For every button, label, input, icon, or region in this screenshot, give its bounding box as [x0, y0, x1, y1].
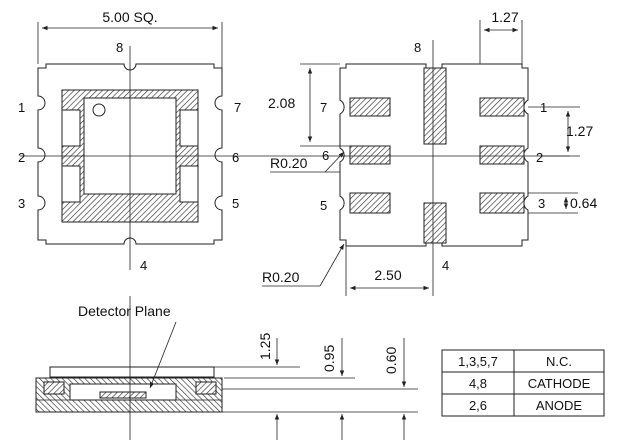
top-pin-3: 3 [18, 196, 25, 211]
table-row-function: N.C. [546, 354, 572, 369]
dim-pitch-right: 1.27 [566, 123, 593, 139]
dim-pad-width: 0.64 [570, 195, 597, 211]
detector-plane-label: Detector Plane [78, 303, 171, 319]
pad-7 [349, 97, 391, 117]
side-view: Detector Plane 1.25 0.95 0.60 [35, 296, 418, 440]
top-view: 5.00 SQ. 8 4 1 2 3 7 6 5 [18, 9, 345, 273]
pad-1 [479, 97, 525, 117]
top-pin-5: 5 [232, 196, 239, 211]
bottom-view: 1.27 2.08 1.27 0.64 R0.20 R0.20 2.50 8 4… [262, 9, 597, 296]
pin-function-table: 1,3,5,7 N.C. 4,8 CATHODE 2,6 ANODE [441, 349, 605, 417]
bottom-pin-1: 1 [540, 100, 547, 115]
pad-2 [479, 145, 525, 165]
pad-6 [349, 145, 391, 165]
dim-height-208: 2.08 [268, 95, 295, 111]
right-gap-upper [179, 109, 199, 147]
pad-4 [423, 202, 447, 244]
side-view-die [99, 391, 147, 399]
side-view-right-contact [195, 381, 217, 395]
table-row-function: ANODE [536, 398, 583, 413]
top-pin-1: 1 [18, 100, 25, 115]
top-pin-2: 2 [18, 150, 25, 165]
top-pin-8: 8 [116, 40, 123, 55]
left-gap-lower [61, 165, 81, 203]
bottom-pin-6: 6 [322, 148, 329, 163]
dim-height-060: 0.60 [383, 347, 399, 374]
top-pin-6: 6 [232, 150, 239, 165]
top-pin-4: 4 [140, 258, 147, 273]
bottom-pin-3: 3 [538, 196, 545, 211]
table-row-pins: 4,8 [469, 376, 487, 391]
table-row-function: CATHODE [528, 376, 591, 391]
bottom-pin-4: 4 [442, 258, 449, 273]
dim-radius-upper: R0.20 [270, 155, 308, 171]
bottom-pin-8: 8 [414, 40, 421, 55]
dim-height-095: 0.95 [321, 345, 337, 372]
bottom-pin-2: 2 [536, 150, 543, 165]
bottom-pin-5: 5 [320, 198, 327, 213]
dim-width-sq: 5.00 SQ. [102, 9, 157, 25]
top-view-outline [37, 63, 223, 245]
pin1-marker-icon [92, 103, 106, 117]
top-pin-7: 7 [234, 100, 241, 115]
dim-radius-lower: R0.20 [262, 269, 300, 285]
left-gap-upper [61, 109, 81, 147]
side-view-lid [49, 366, 215, 378]
dim-pitch-top: 1.27 [491, 9, 518, 25]
table-row-pins: 2,6 [469, 398, 487, 413]
right-gap-lower [179, 165, 199, 203]
bottom-pin-7: 7 [320, 100, 327, 115]
table-row-pins: 1,3,5,7 [458, 354, 498, 369]
dim-span-250: 2.50 [374, 267, 401, 283]
side-view-left-contact [43, 381, 65, 395]
pad-8 [423, 67, 447, 145]
pad-3 [479, 192, 525, 214]
dim-height-125: 1.25 [257, 333, 273, 360]
pad-5 [349, 192, 391, 214]
